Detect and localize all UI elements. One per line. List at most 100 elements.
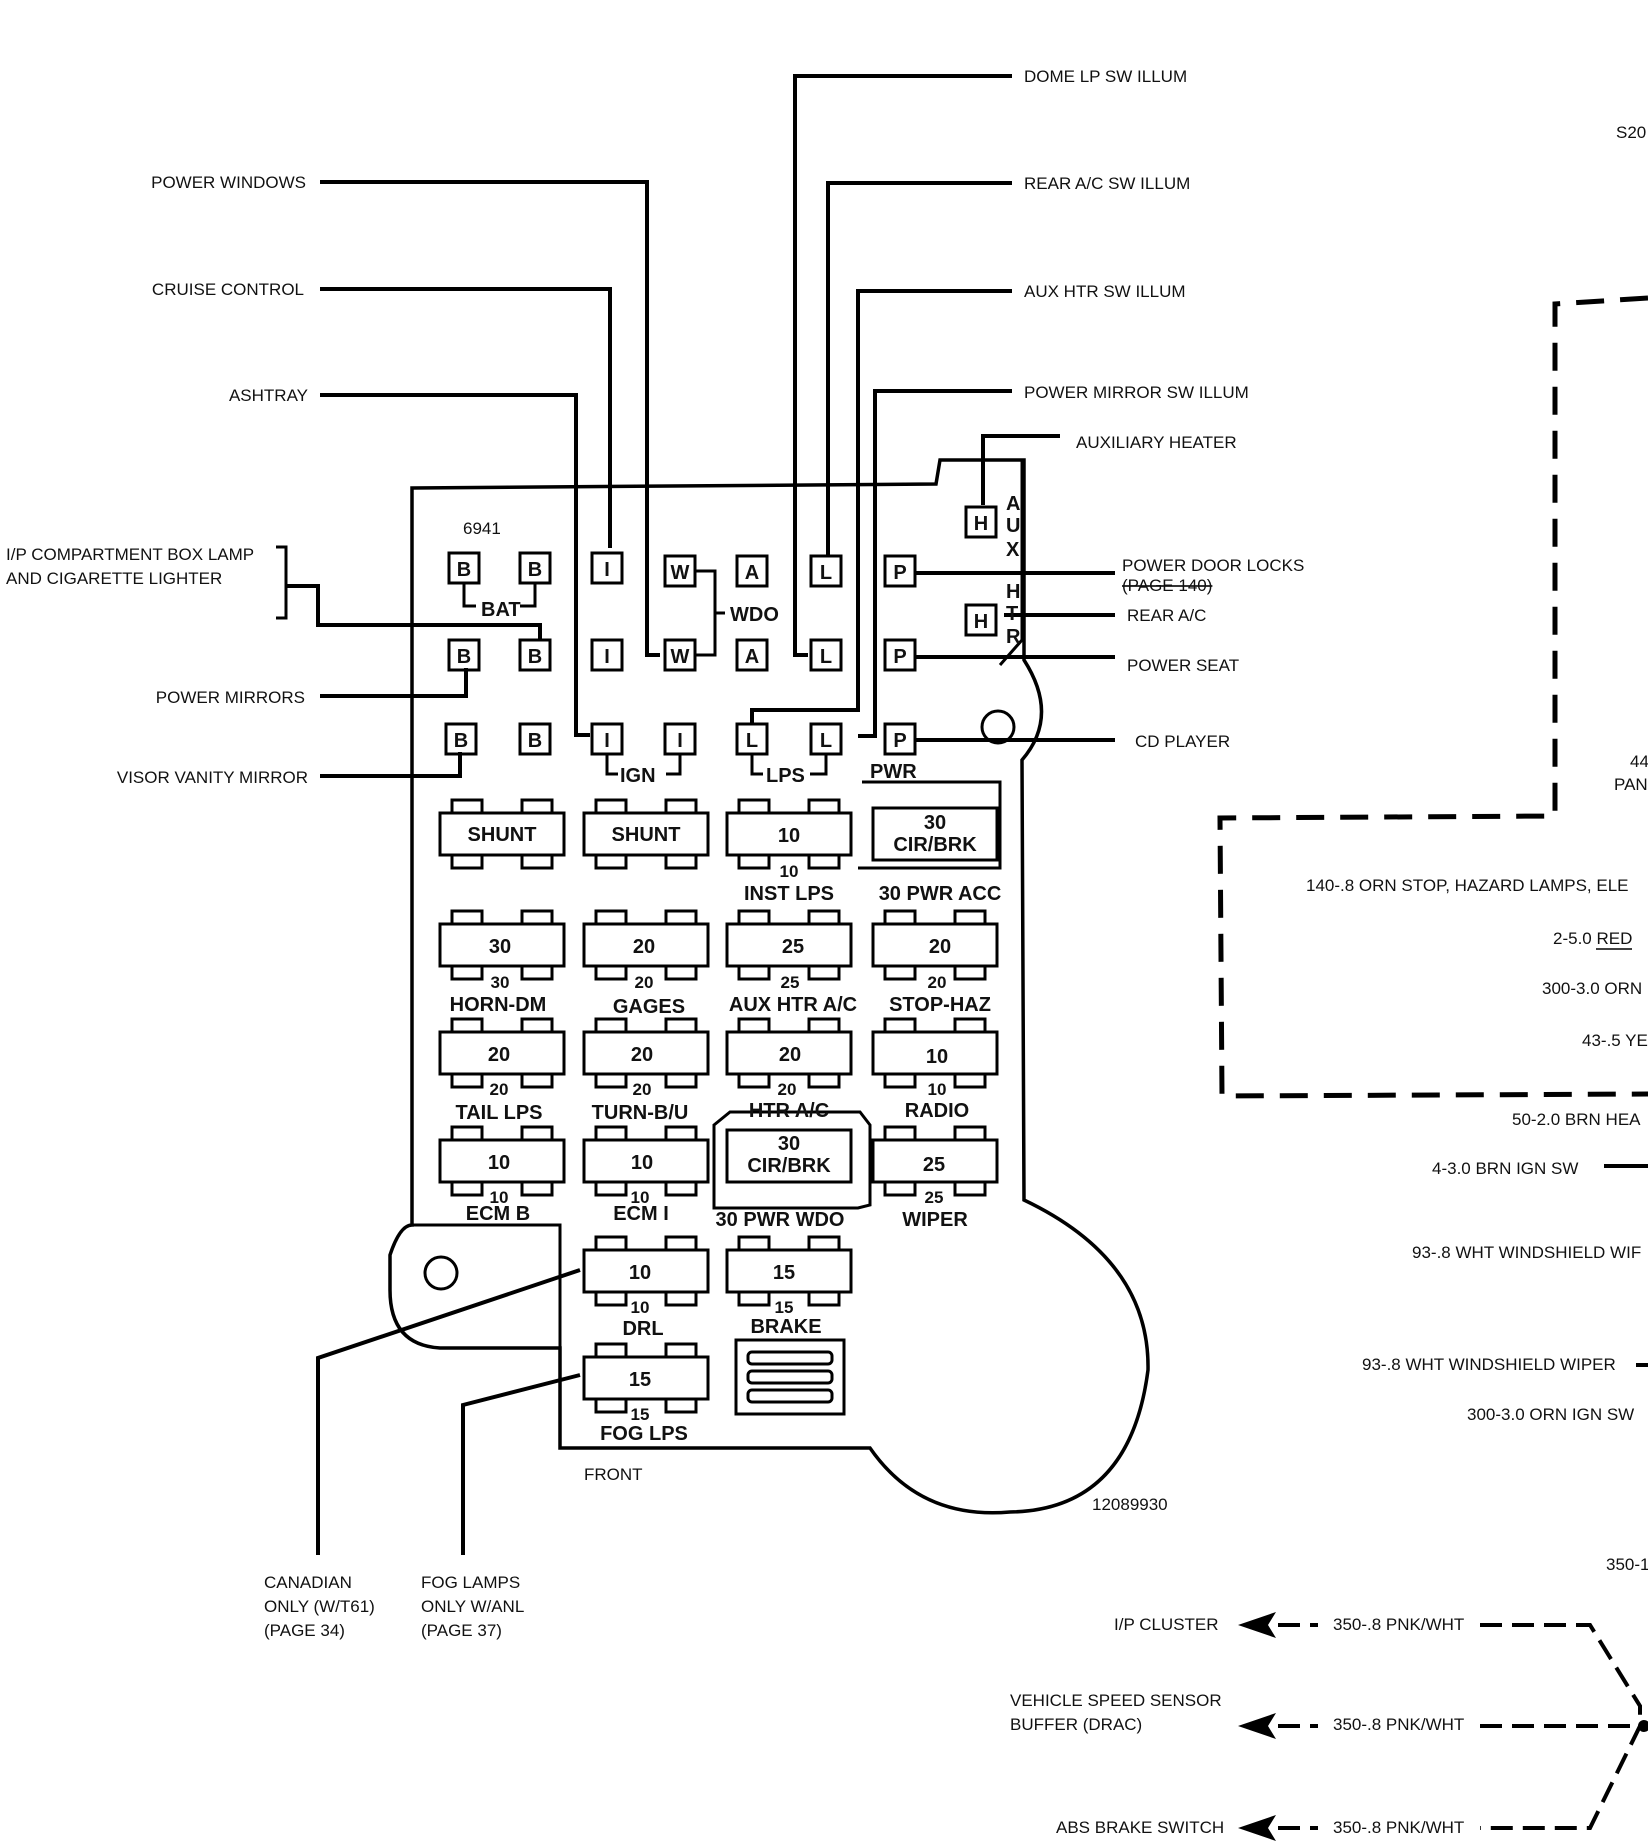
- fuse-fog-value: 15: [629, 1369, 651, 1391]
- fuse-stop-haz-value: 20: [929, 936, 951, 958]
- wire-93-b: 93-.8 WHT WINDSHIELD WIPER: [1362, 1355, 1616, 1374]
- fuse-cb-wdo-value: 30: [778, 1133, 800, 1155]
- wire-93-a: 93-.8 WHT WINDSHIELD WIF: [1412, 1243, 1641, 1262]
- ip-bracket: [276, 545, 288, 620]
- speed-sensor-arrows: [1238, 1612, 1276, 1841]
- fuse-shunt-1: SHUNT: [468, 824, 537, 846]
- fuse-labels: SHUNT SHUNT 10 10 INST LPS 30 CIR/BRK 30…: [450, 812, 1002, 1445]
- label-vss-1: VEHICLE SPEED SENSOR: [1010, 1691, 1222, 1710]
- splice-dot: [1638, 1720, 1648, 1732]
- fuse-gages-value: 20: [633, 936, 655, 958]
- mounting-hole-right: [980, 709, 1016, 745]
- pin-p: P: [893, 562, 906, 584]
- fuse-fog-name: FOG LPS: [600, 1423, 688, 1445]
- fuse-stop-haz-name: STOP-HAZ: [889, 994, 991, 1016]
- label-abs-brake: ABS BRAKE SWITCH: [1056, 1818, 1224, 1837]
- label-rear-ac-illum: REAR A/C SW ILLUM: [1024, 174, 1190, 193]
- pin-w: W: [671, 646, 690, 668]
- fuse-turn-value: 20: [631, 1044, 653, 1066]
- fuse-block-outline: [388, 458, 1150, 1515]
- connector-htr-r: R: [1006, 626, 1021, 648]
- fuse-aux-htr-sub: 25: [781, 973, 800, 992]
- fuse-gages-name: GAGES: [613, 996, 685, 1018]
- connector-bat: BAT: [481, 599, 521, 621]
- label-auxiliary-heater: AUXILIARY HEATER: [1076, 433, 1237, 452]
- label-cruise-control: CRUISE CONTROL: [152, 280, 304, 299]
- fuse-inst-lps-sub: 10: [780, 862, 799, 881]
- front-label: FRONT: [584, 1465, 643, 1484]
- pin-h: H: [974, 611, 988, 633]
- s20-label: S20: [1616, 123, 1646, 142]
- label-power-seat: POWER SEAT: [1127, 656, 1239, 675]
- pin-b: B: [528, 559, 542, 581]
- fuse-turn-name: TURN-B/U: [592, 1102, 689, 1124]
- fuse-drl-sub: 10: [631, 1298, 650, 1317]
- fuse-cb-wdo-name: 30 PWR WDO: [716, 1209, 845, 1231]
- pin-p: P: [893, 646, 906, 668]
- mounting-hole-left: [423, 1255, 459, 1291]
- fuse-inst-lps-name: INST LPS: [744, 883, 834, 905]
- fuse-aux-htr-value: 25: [782, 936, 804, 958]
- fuse-tail-sub: 20: [490, 1080, 509, 1099]
- label-page-140: (PAGE 140): [1122, 576, 1212, 595]
- note-canadian-3: (PAGE 34): [264, 1621, 345, 1640]
- fuse-ecm-i-sub: 10: [631, 1188, 650, 1207]
- fuse-radio-sub: 10: [928, 1080, 947, 1099]
- dashed-panel-outline: [1217, 295, 1648, 1099]
- pin-labels: B B B B B B I I I I W W A A L L L L P P …: [454, 513, 988, 752]
- speed-sensor-wires: [1278, 1623, 1642, 1830]
- label-ip-cluster: I/P CLUSTER: [1114, 1615, 1219, 1634]
- fuse-radio-name: RADIO: [905, 1100, 969, 1122]
- label-ashtray: ASHTRAY: [229, 386, 308, 405]
- wire-350-vss: 350-.8 PNK/WHT: [1333, 1715, 1464, 1734]
- fuse-gages-sub: 20: [635, 973, 654, 992]
- label-dome-lp: DOME LP SW ILLUM: [1024, 67, 1187, 86]
- fuse-tail-value: 20: [488, 1044, 510, 1066]
- fuse-cb-acc-name: 30 PWR ACC: [879, 883, 1002, 905]
- note-canadian-2: ONLY (W/T61): [264, 1597, 375, 1616]
- label-visor-vanity: VISOR VANITY MIRROR: [117, 768, 308, 787]
- fuse-horn-value: 30: [489, 936, 511, 958]
- fuse-ecm-b-name: ECM B: [466, 1203, 530, 1225]
- wire-43: 43-.5 YE: [1582, 1031, 1648, 1050]
- fuse-bodies: [438, 784, 1002, 1416]
- connector-aux-x: X: [1006, 539, 1020, 561]
- pin-l: L: [746, 730, 758, 752]
- pin-l: L: [820, 646, 832, 668]
- pin-b: B: [457, 646, 471, 668]
- fuse-radio-value: 10: [926, 1046, 948, 1068]
- pin-l: L: [820, 730, 832, 752]
- pin-i: I: [604, 559, 610, 581]
- pin-i: I: [604, 646, 610, 668]
- pin-w: W: [671, 562, 690, 584]
- label-power-mirrors: POWER MIRRORS: [156, 688, 305, 707]
- fuse-cb-acc-value2: CIR/BRK: [893, 834, 977, 856]
- fuse-wiper-name: WIPER: [902, 1209, 968, 1231]
- label-rear-ac: REAR A/C: [1127, 606, 1206, 625]
- note-fog-3: (PAGE 37): [421, 1621, 502, 1640]
- label-ip-compartment-2: AND CIGARETTE LIGHTER: [6, 569, 222, 588]
- label-power-windows: POWER WINDOWS: [151, 173, 306, 192]
- fuse-htr-ac-name: HTR A/C: [749, 1100, 829, 1122]
- connector-aux-u: U: [1006, 515, 1020, 537]
- fuse-wiper-sub: 25: [925, 1188, 944, 1207]
- fuse-stop-haz-sub: 20: [928, 973, 947, 992]
- fuse-brake-sub: 15: [775, 1298, 794, 1317]
- wire-350: 350-1: [1606, 1555, 1648, 1574]
- pin-h: H: [974, 513, 988, 535]
- fuse-fog-sub: 15: [631, 1405, 650, 1424]
- fuse-horn-name: HORN-DM: [450, 994, 547, 1016]
- wire-350-abs: 350-.8 PNK/WHT: [1333, 1818, 1464, 1837]
- connector-ign: IGN: [620, 765, 656, 787]
- wire-4: 4-3.0 BRN IGN SW: [1432, 1159, 1578, 1178]
- panel-label: PAN: [1614, 775, 1648, 794]
- label-power-door-locks: POWER DOOR LOCKS: [1122, 556, 1304, 575]
- fuse-brake-name: BRAKE: [750, 1316, 821, 1338]
- fuse-htr-ac-sub: 20: [778, 1080, 797, 1099]
- pin-b: B: [454, 730, 468, 752]
- pin-b: B: [528, 646, 542, 668]
- wire-350-ip: 350-.8 PNK/WHT: [1333, 1615, 1464, 1634]
- note-fog-2: ONLY W/ANL: [421, 1597, 524, 1616]
- fuse-inst-lps-value: 10: [778, 825, 800, 847]
